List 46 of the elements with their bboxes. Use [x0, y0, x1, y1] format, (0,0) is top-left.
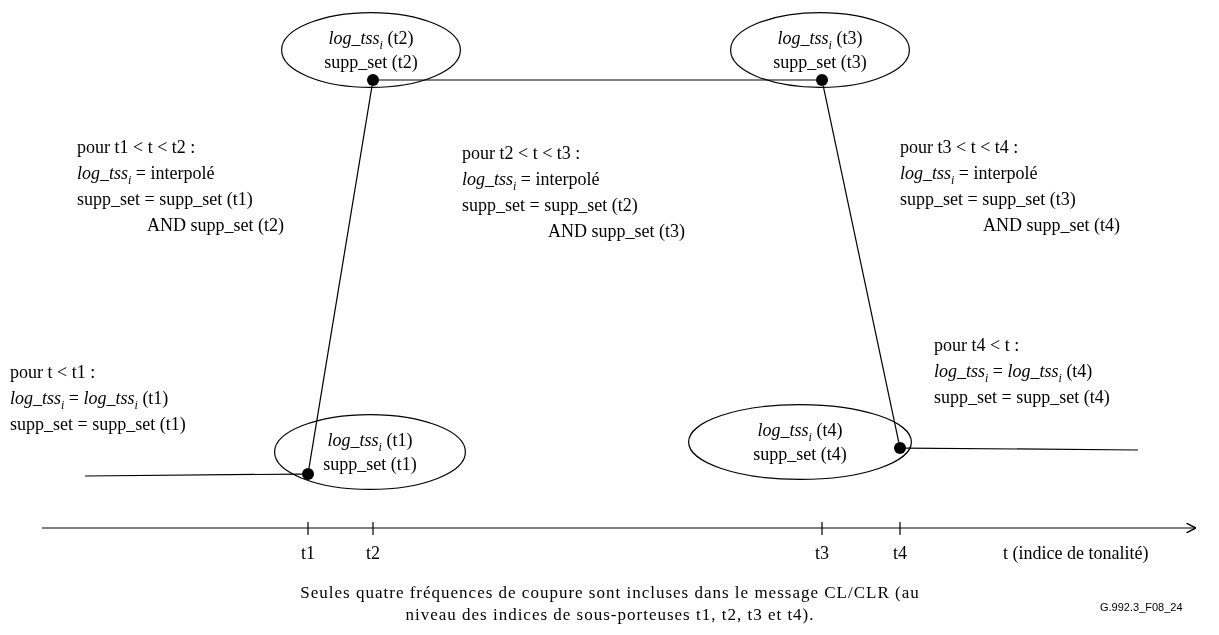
ellipse-node [688, 404, 912, 480]
tick-label: t4 [893, 542, 907, 564]
connector-line [308, 85, 373, 469]
tick-label: t2 [366, 542, 380, 564]
note-text: pour t4 < t : [934, 334, 1020, 356]
note-text: supp_set = supp_set (t4) [934, 386, 1110, 408]
note-text: log_tss$_{i}$ = interpolé [77, 162, 215, 184]
node-text: supp_set (t4) [753, 443, 847, 466]
note-text: log_tss$_{i}$ = interpolé [462, 168, 600, 190]
node-text: log_tss$_{i}$ (t3) [777, 27, 863, 50]
ellipse-node [274, 414, 466, 490]
note-text: pour t2 < t < t3 : [462, 142, 581, 164]
node-text: supp_set (t3) [773, 51, 867, 74]
note-text: supp_set = supp_set (t1) [10, 413, 186, 435]
node-text: supp_set (t1) [323, 453, 417, 476]
note-text: pour t1 < t < t2 : [77, 136, 196, 158]
node-text: log_tss$_{i}$ (t4) [757, 419, 843, 442]
data-point [367, 74, 379, 86]
note-text: log_tss$_{i}$ = interpolé [900, 162, 1038, 184]
node-text: log_tss$_{i}$ (t2) [328, 27, 414, 50]
node-text: supp_set (t2) [324, 51, 418, 74]
note-text: AND supp_set (t3) [548, 220, 685, 242]
note-text: log_tss$_{i}$ = log_tss$_{i}$ (t1) [10, 387, 169, 409]
data-point [894, 442, 906, 454]
axis-label: t (indice de tonalité) [1003, 542, 1149, 564]
note-text: supp_set = supp_set (t2) [462, 194, 638, 216]
tick-label: t1 [301, 542, 315, 564]
connector-line [84, 473, 303, 477]
note-text: supp_set = supp_set (t3) [900, 188, 1076, 210]
note-text: pour t3 < t < t4 : [900, 136, 1019, 158]
connector-line [905, 447, 1139, 451]
connector-line [822, 85, 900, 443]
tick-label: t3 [815, 542, 829, 564]
connector-line [378, 79, 817, 81]
note-text: AND supp_set (t2) [147, 214, 284, 236]
note-text: AND supp_set (t4) [983, 214, 1120, 236]
note-text: pour t < t1 : [10, 361, 96, 383]
figure-id: G.992.3_F08_24 [1100, 600, 1183, 615]
ellipse-node [730, 12, 910, 88]
data-point [816, 74, 828, 86]
note-text: log_tss$_{i}$ = log_tss$_{i}$ (t4) [934, 360, 1093, 382]
data-point [302, 468, 314, 480]
caption: Seules quatre fréquences de coupure sont incluses dans le message CL/CLR (au niveau des indices de sous-porteuses t1, t2, t3 et t4). [299, 582, 921, 626]
ellipse-node [281, 12, 461, 88]
node-text: log_tss$_{i}$ (t1) [327, 429, 413, 452]
note-text: supp_set = supp_set (t1) [77, 188, 253, 210]
